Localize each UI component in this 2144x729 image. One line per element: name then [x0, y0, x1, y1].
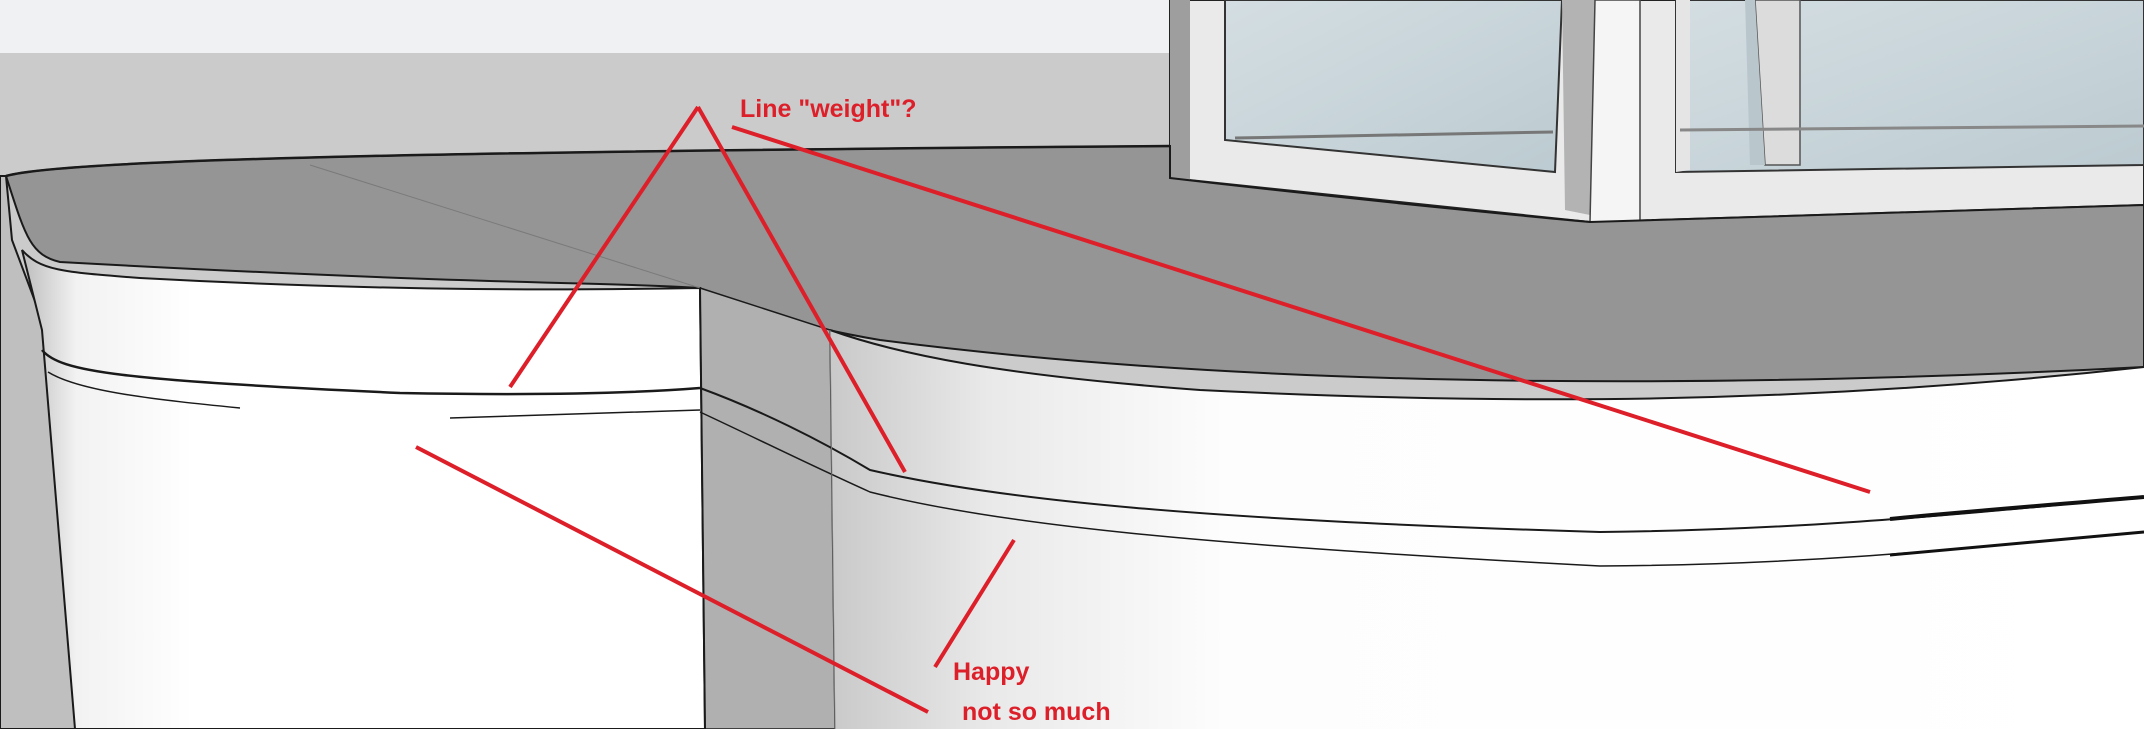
annot-line-weight-right-stroke	[696, 106, 907, 473]
window-inner-frame	[1676, 0, 1690, 172]
edge-line-heavy-right	[1889, 495, 2144, 521]
countertop-seam-line	[309, 164, 701, 289]
cabinet-curved-top-edge	[829, 329, 2144, 401]
edge-line-left-lower	[47, 371, 701, 419]
countertop-top-edge	[5, 144, 1171, 178]
edge-line-heavy-right-lower	[1889, 530, 2144, 557]
window-jamb-left	[1170, 0, 1190, 182]
window-sill-line-2	[1679, 124, 2144, 132]
annot-long-pointer-line	[731, 125, 1871, 494]
cabinet-corner-shadow	[699, 286, 836, 729]
annot-happy-pointer	[933, 538, 1016, 669]
corner-edge-1	[699, 287, 706, 729]
window-mullion	[1562, 0, 1595, 215]
window-unit	[1169, 0, 2144, 224]
cabinet-left-end	[0, 175, 80, 729]
annot-line-weight-label: Line "weight"?	[740, 95, 916, 123]
annot-happy-label: Happy	[953, 658, 1030, 686]
cabinet-left-front	[21, 249, 707, 729]
window-mullion-face	[1589, 0, 1641, 223]
cabinet-curved-front	[830, 330, 2144, 729]
window-glass-pane-1	[1224, 0, 1564, 174]
annot-not-so-much-pointer	[415, 445, 929, 714]
annot-not-so-much-label: not so much	[962, 698, 1111, 726]
edge-line-left-upper	[41, 349, 701, 396]
window-post-side	[1745, 0, 1765, 165]
annotation-layer: Line "weight"? Happy not so much	[415, 95, 1871, 726]
window-sill-line-1	[1234, 130, 1554, 140]
annot-line-weight-left-stroke	[508, 105, 700, 389]
